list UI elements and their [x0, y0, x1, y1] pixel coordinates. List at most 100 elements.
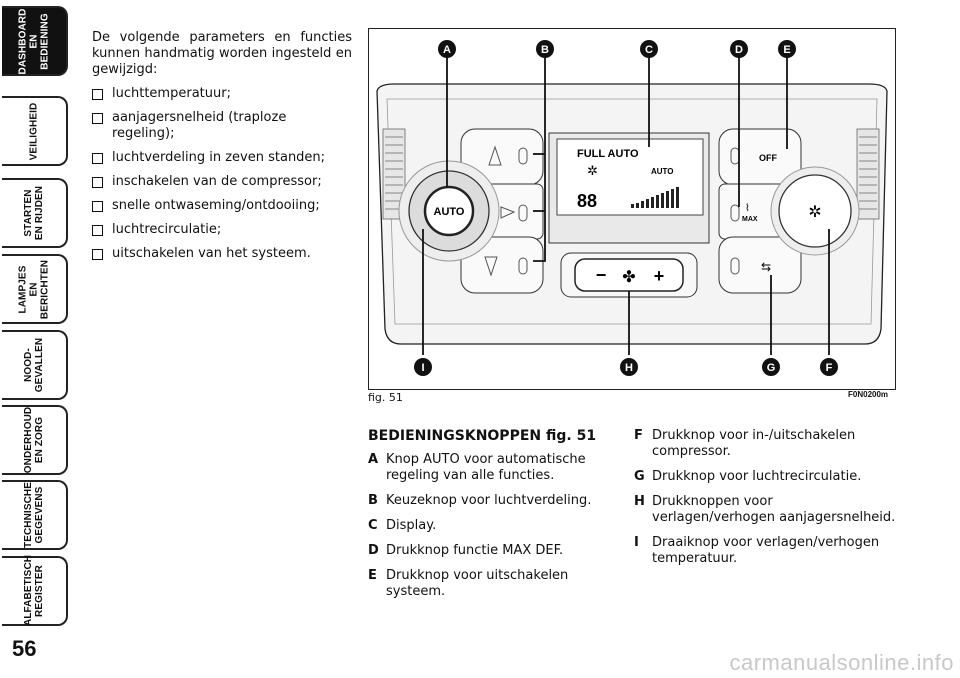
list-item: luchttemperatuur;: [92, 86, 352, 102]
legend-key: I: [634, 535, 639, 550]
legend-row: E Drukknop voor uitschakelen systeem.: [368, 568, 618, 600]
legend-key: G: [634, 469, 645, 484]
legend-text: Drukknop voor luchtrecirculatie.: [652, 469, 862, 484]
callout-badges: A B C D E I H G F: [414, 40, 838, 376]
list-item: aanjagersnelheid (traploze regeling);: [92, 110, 352, 142]
figure-code: F0N0200m: [848, 390, 889, 399]
legend-key: F: [634, 428, 643, 443]
knob-label: AUTO: [434, 206, 465, 218]
legend-key: B: [368, 493, 378, 508]
list-item-text: luchttemperatuur;: [112, 86, 231, 101]
display-auto-text: AUTO: [651, 167, 674, 176]
display-mode-text: FULL AUTO: [577, 148, 639, 160]
legend-text: Drukknop voor in-/uitschakelen compresso…: [652, 428, 856, 459]
fan-icon: ✤: [622, 269, 635, 286]
callout-h: H: [625, 362, 633, 374]
callout-f: F: [826, 362, 833, 374]
tab-lampjes[interactable]: LAMPJES EN BERICHTEN: [2, 254, 68, 324]
climate-panel-illustration: AUTO FULL AUTO ✲ AUTO 88 − ✤ +: [376, 40, 888, 376]
tab-onderhoud[interactable]: ONDERHOUD EN ZORG: [2, 405, 68, 475]
tab-technische[interactable]: TECHNISCHE GEGEVENS: [2, 480, 68, 550]
tab-veiligheid[interactable]: VEILIGHEID: [2, 96, 68, 166]
tab-label: STARTEN EN RIJDEN: [23, 185, 45, 241]
list-item-text: aanjagersnelheid (traploze regeling);: [112, 110, 287, 141]
defrost-icon: ⌇: [745, 203, 750, 214]
legend-title: BEDIENINGSKNOPPEN fig. 51: [368, 428, 597, 444]
legend-key: C: [368, 518, 378, 533]
compressor-snowflake-icon: ✲: [587, 163, 598, 178]
chapter-tabs: DASHBOARD EN BEDIENING VEILIGHEID STARTE…: [0, 0, 72, 640]
figure-caption: fig. 51: [368, 391, 403, 404]
watermark: carmanualsonline.info: [729, 650, 954, 675]
max-label: MAX: [742, 216, 758, 223]
legend-text: Display.: [386, 518, 437, 533]
legend-text: Knop AUTO voor automatische regeling van…: [386, 452, 586, 483]
fan-speed-bars: [631, 187, 679, 208]
recirculation-icon: ⇆: [761, 260, 771, 274]
list-item-text: snelle ontwaseming/ontdooiing;: [112, 198, 320, 213]
callout-b: B: [541, 44, 549, 56]
tab-register[interactable]: ALFABETISCH REGISTER: [2, 554, 68, 626]
checkbox-bullet-icon: [92, 177, 103, 188]
display: FULL AUTO ✲ AUTO 88: [548, 132, 710, 244]
tab-label: LAMPJES EN BERICHTEN: [17, 259, 51, 319]
checkbox-bullet-icon: [92, 113, 103, 124]
tab-dashboard[interactable]: DASHBOARD EN BEDIENING: [2, 6, 68, 76]
legend-row: D Drukknop functie MAX DEF.: [368, 543, 618, 559]
legend-text: Draaiknop voor verlagen/verhogen tempera…: [652, 535, 880, 566]
checkbox-bullet-icon: [92, 225, 103, 236]
list-item: luchtrecirculatie;: [92, 222, 352, 238]
callout-c: C: [645, 44, 653, 56]
list-item: snelle ontwaseming/ontdooiing;: [92, 198, 352, 214]
checkbox-bullet-icon: [92, 201, 103, 212]
legend-left: BEDIENINGSKNOPPEN fig. 51 A Knop AUTO voo…: [368, 428, 618, 609]
legend-text: Drukknoppen voor verlagen/verhogen aanja…: [652, 494, 896, 525]
tab-label: ONDERHOUD EN ZORG: [23, 406, 45, 474]
list-item-text: luchtrecirculatie;: [112, 222, 222, 237]
snowflake-icon: ✲: [808, 204, 821, 221]
off-label: OFF: [759, 153, 777, 163]
checkbox-bullet-icon: [92, 89, 103, 100]
fan-plus-button[interactable]: +: [654, 266, 665, 286]
callout-g: G: [767, 362, 776, 374]
callout-lines: [422, 57, 830, 355]
tab-starten[interactable]: STARTEN EN RIJDEN: [2, 178, 68, 248]
list-item: luchtverdeling in zeven standen;: [92, 150, 352, 166]
legend-text: Drukknop voor uitschakelen systeem.: [386, 568, 569, 599]
fan-speed-buttons[interactable]: − ✤ +: [560, 252, 698, 298]
climate-panel-figure: AUTO FULL AUTO ✲ AUTO 88 − ✤ +: [368, 28, 896, 390]
callout-d: D: [735, 44, 743, 56]
legend-key: D: [368, 543, 379, 558]
legend-row: F Drukknop voor in-/uitschakelen compress…: [634, 428, 896, 460]
tab-label: ALFABETISCH REGISTER: [23, 554, 45, 626]
tab-label: VEILIGHEID: [28, 102, 40, 160]
callout-a: A: [443, 44, 451, 56]
tab-label: TECHNISCHE GEGEVENS: [23, 481, 46, 549]
intro-text: De volgende parameters en functies kunne…: [92, 30, 352, 77]
list-item-text: uitschakelen van het systeem.: [112, 246, 311, 261]
legend-text: Drukknop functie MAX DEF.: [386, 543, 564, 558]
legend-row: H Drukknoppen voor verlagen/verhogen aanj…: [634, 494, 896, 526]
callout-i: I: [421, 362, 424, 374]
callout-e: E: [783, 44, 790, 56]
parameter-list: luchttemperatuur; aanjagersnelheid (trap…: [92, 86, 352, 262]
legend-row: I Draaiknop voor verlagen/verhogen temper…: [634, 535, 896, 567]
tab-noodgevallen[interactable]: NOOD- GEVALLEN: [2, 330, 68, 400]
legend-right: F Drukknop voor in-/uitschakelen compress…: [634, 428, 896, 576]
checkbox-bullet-icon: [92, 153, 103, 164]
compressor-button[interactable]: ✲: [770, 166, 860, 256]
fan-minus-button[interactable]: −: [596, 265, 607, 285]
list-item: inschakelen van de compressor;: [92, 174, 352, 190]
legend-key: E: [368, 568, 377, 583]
list-item-text: luchtverdeling in zeven standen;: [112, 150, 326, 165]
display-digits: 88: [577, 191, 597, 211]
legend-key: H: [634, 494, 645, 509]
right-vent-grille: [856, 128, 880, 220]
air-distribution-buttons[interactable]: [460, 128, 544, 294]
auto-temperature-knob[interactable]: AUTO: [398, 160, 500, 262]
tab-label: NOOD- GEVALLEN: [23, 337, 45, 393]
page-number: 56: [12, 636, 37, 661]
legend-key: A: [368, 452, 379, 467]
list-item-text: inschakelen van de compressor;: [112, 174, 322, 189]
